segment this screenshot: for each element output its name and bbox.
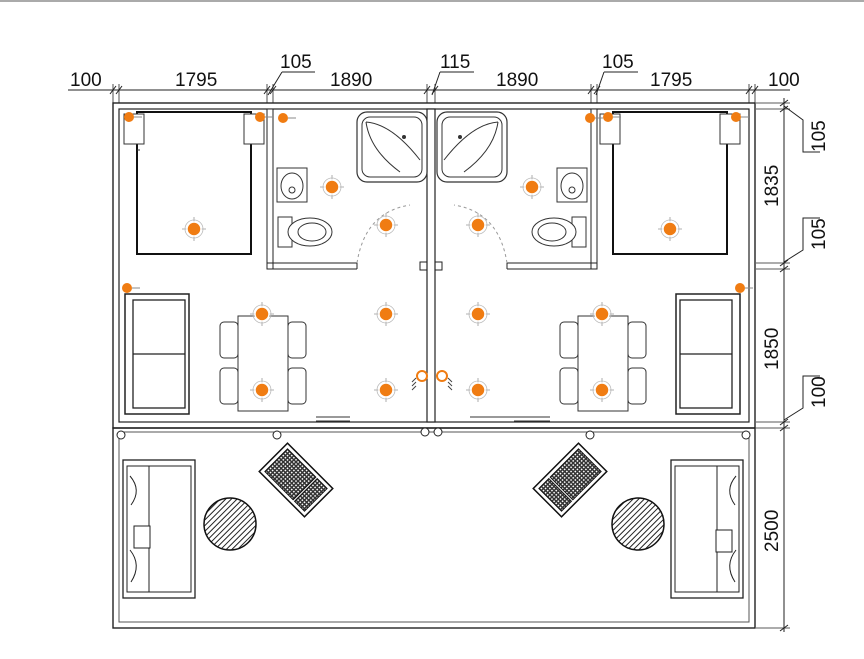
wall-light-icon — [122, 283, 140, 293]
dim-top-9: 100 — [768, 70, 800, 91]
toilet-icon — [277, 216, 333, 248]
sofa-icon — [675, 293, 741, 415]
ceiling-light-icon — [250, 302, 274, 326]
dim-top-1: 100 — [70, 70, 102, 91]
wall-light-icon — [585, 113, 603, 123]
wall-light-icon — [278, 113, 296, 123]
ceiling-light-icon — [250, 378, 274, 402]
ceiling-light-icon — [466, 378, 490, 402]
ceiling-light-icon — [590, 302, 614, 326]
ceiling-light-icon — [658, 217, 682, 241]
ceiling-light-icon — [520, 175, 544, 199]
ceiling-light-icon — [374, 378, 398, 402]
dim-right-1: 105 — [809, 120, 830, 152]
dim-right-3: 105 — [809, 218, 830, 250]
ceiling-light-icon — [320, 175, 344, 199]
dim-top-4: 1890 — [330, 70, 372, 91]
outer-walls — [112, 102, 756, 629]
chair-icon — [559, 321, 647, 405]
shower-icon — [436, 111, 508, 183]
dim-top-7: 105 — [602, 52, 634, 73]
dim-top-5: 115 — [440, 52, 470, 73]
wall-light-icon — [255, 112, 273, 122]
lounger-icon — [258, 442, 334, 518]
ceiling-light-icon — [374, 302, 398, 326]
ceiling-light-icon — [466, 213, 490, 237]
dining-table-icon — [577, 315, 629, 412]
sink-icon — [276, 167, 308, 203]
dim-right-6: 2500 — [762, 510, 783, 552]
chair-icon — [219, 321, 307, 405]
dim-right-4: 1850 — [762, 328, 783, 370]
wall-light-icon — [124, 112, 142, 122]
sofa-icon — [670, 459, 744, 599]
ceiling-light-icon — [182, 217, 206, 241]
wall-light-icon — [735, 283, 753, 293]
switch-icon — [411, 370, 453, 391]
dim-top-3: 105 — [280, 52, 312, 73]
ceiling-light-icon — [374, 213, 398, 237]
wall-light-icon — [603, 112, 621, 122]
sofa-icon — [122, 459, 196, 599]
dim-top-6: 1890 — [496, 70, 538, 91]
dim-top-8: 1795 — [650, 70, 692, 91]
ceiling-light-icon — [466, 302, 490, 326]
dim-right-2: 1835 — [762, 165, 783, 207]
sofa-icon — [124, 293, 190, 415]
sink-icon — [556, 167, 588, 203]
ceiling-light-icon — [590, 378, 614, 402]
lights-layer — [122, 112, 753, 402]
top-dimension-chain: 100 1795 105 1890 115 1890 105 1795 100 — [68, 52, 800, 103]
toilet-icon — [531, 216, 587, 248]
dim-right-5: 100 — [809, 376, 830, 408]
wall-light-icon — [731, 112, 749, 122]
round-side-table-icon — [611, 497, 665, 551]
right-dimension-chain: 105 1835 105 1850 100 2500 — [756, 98, 830, 632]
lounger-icon — [532, 442, 608, 518]
round-side-table-icon — [203, 497, 257, 551]
shower-icon — [356, 111, 428, 183]
dim-top-2: 1795 — [175, 70, 217, 91]
